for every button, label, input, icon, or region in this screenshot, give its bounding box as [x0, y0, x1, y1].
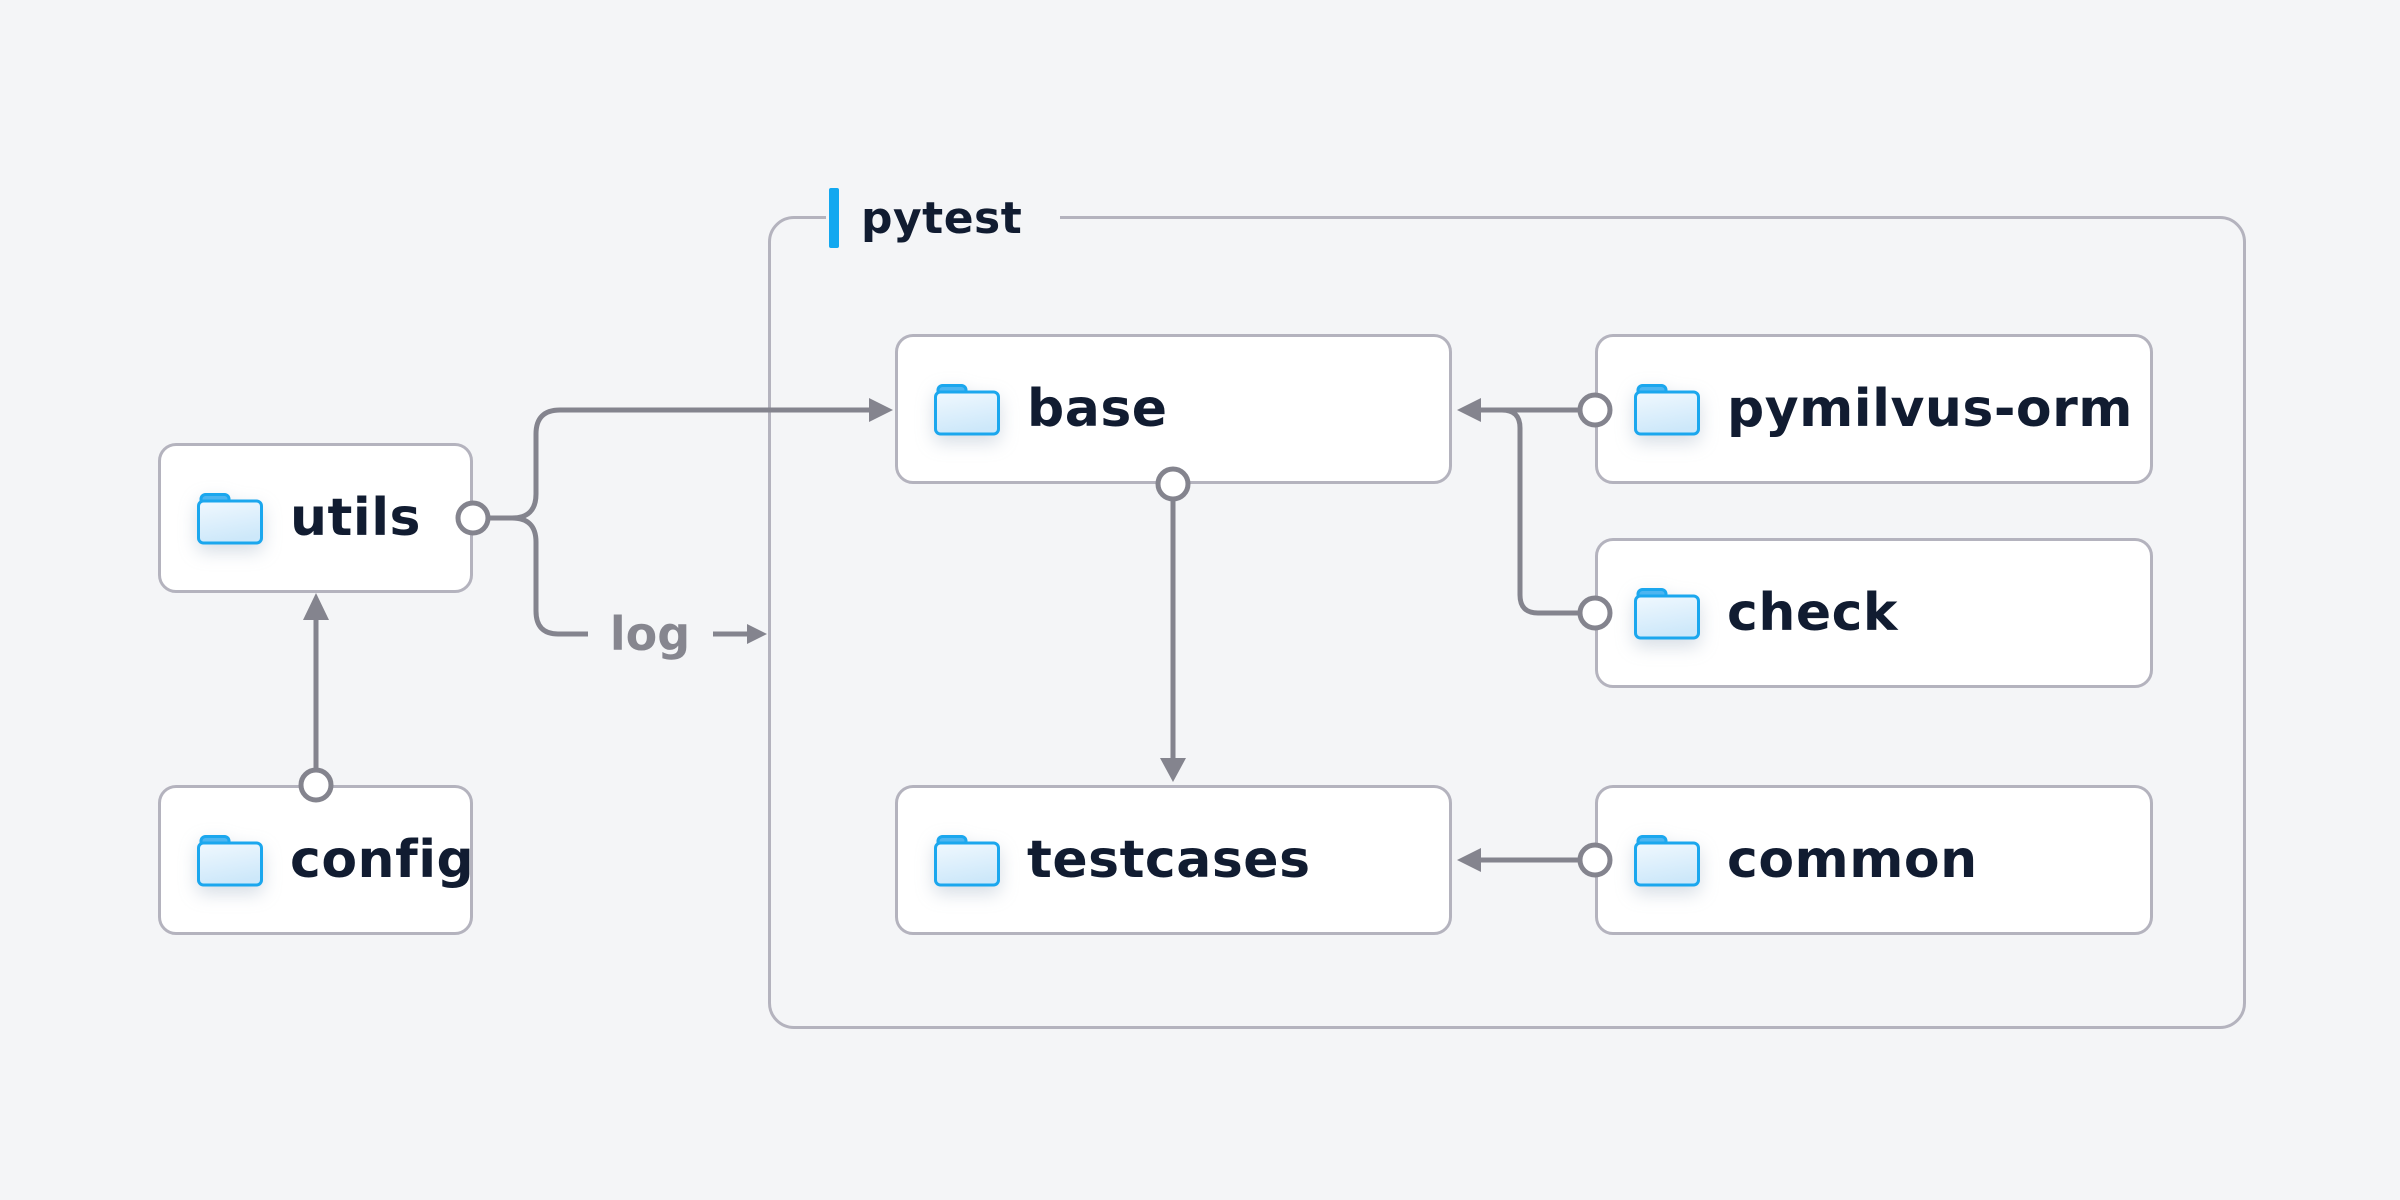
node-pymilvus-orm: pymilvus-orm — [1595, 334, 2153, 484]
pytest-container-label-text: pytest — [861, 192, 1023, 244]
node-check: check — [1595, 538, 2153, 688]
node-common: common — [1595, 785, 2153, 935]
folder-icon — [1634, 384, 1700, 436]
folder-icon — [934, 835, 1000, 887]
node-testcases-label: testcases — [1027, 830, 1311, 890]
node-common-label: common — [1727, 830, 1978, 890]
arrowhead-up-icon — [303, 593, 329, 620]
accent-bar — [829, 188, 839, 248]
edge-log-arrow — [713, 624, 767, 644]
arrowhead-right-icon — [747, 624, 767, 644]
node-check-label: check — [1727, 583, 1899, 643]
node-utils-label: utils — [290, 488, 421, 548]
node-pymilvus-orm-label: pymilvus-orm — [1727, 379, 2133, 439]
edge-log-label: log — [609, 607, 691, 661]
node-config-label: config — [290, 830, 475, 890]
node-base: base — [895, 334, 1452, 484]
node-testcases: testcases — [895, 785, 1452, 935]
folder-icon — [197, 493, 263, 545]
pytest-container: pytest — [768, 187, 2246, 1029]
edge-config-utils — [298, 593, 334, 803]
edge-utils-log — [487, 515, 588, 637]
folder-icon — [197, 835, 263, 887]
pytest-container-label: pytest — [826, 187, 1061, 249]
node-base-label: base — [1027, 379, 1168, 439]
node-utils: utils — [158, 443, 473, 593]
folder-icon — [1634, 835, 1700, 887]
folder-icon — [1634, 588, 1700, 640]
node-config: config — [158, 785, 475, 935]
folder-icon — [934, 384, 1000, 436]
